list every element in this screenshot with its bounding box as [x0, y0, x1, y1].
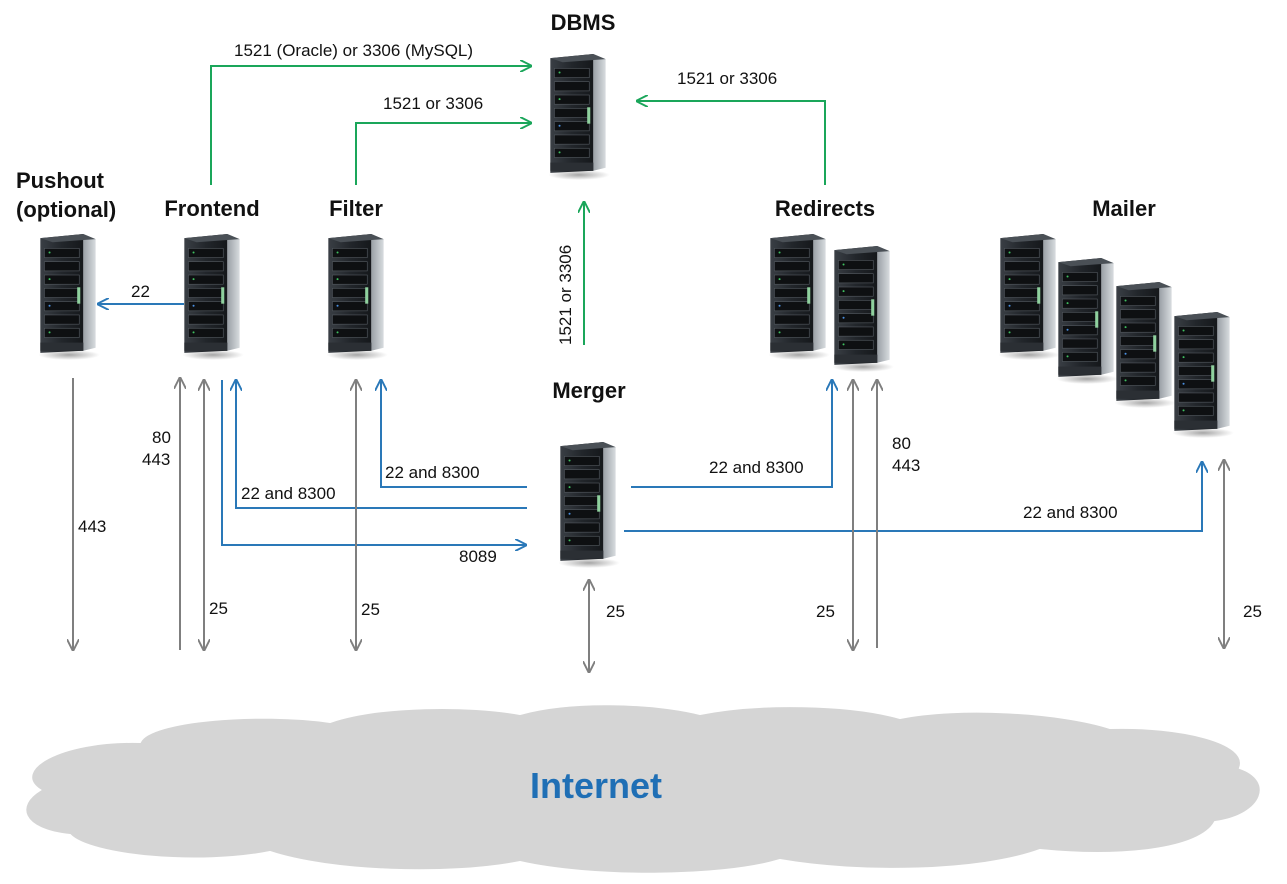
- merger-mailer-port-label: 22 and 8300: [1023, 503, 1118, 522]
- internal-connections: [98, 304, 1202, 545]
- filter-server-icon: [326, 233, 388, 360]
- mailer-server-icon: [1114, 281, 1176, 408]
- frontend-http-port-label-1: 80: [152, 428, 171, 447]
- internet-label: Internet: [530, 765, 662, 806]
- filter-to-dbms-arrow: [355, 123, 531, 185]
- filter-label: Filter: [329, 196, 383, 221]
- merger-filter-port-label: 22 and 8300: [385, 463, 480, 482]
- merger-to-mailer-arrow: [624, 462, 1202, 532]
- frontend-pushout-port-label: 22: [131, 282, 150, 301]
- internet-connections: [73, 378, 1224, 672]
- mailer-server-icon: [1056, 257, 1118, 384]
- servers: [38, 53, 1234, 568]
- redirects-http-port-label-2: 443: [892, 456, 920, 475]
- redirects-dbms-port-label: 1521 or 3306: [677, 69, 777, 88]
- redirects-server-icon: [832, 245, 894, 372]
- dbms-server-icon: [548, 53, 610, 180]
- mailer-server-icon: [998, 233, 1060, 360]
- merger-dbms-port-label: 1521 or 3306: [556, 245, 575, 345]
- pushout-server-icon: [38, 233, 100, 360]
- internet-cloud: Internet: [24, 703, 1262, 875]
- redirects-to-dbms-arrow: [637, 101, 826, 185]
- filter-smtp-port-label: 25: [361, 600, 380, 619]
- pushout-label: Pushout: [16, 168, 105, 193]
- redirects-label: Redirects: [775, 196, 875, 221]
- mailer-label: Mailer: [1092, 196, 1156, 221]
- node-labels: DBMS Pushout (optional) Frontend Filter …: [16, 10, 1156, 403]
- dbms-label: DBMS: [551, 10, 616, 35]
- merger-frontend-port-label: 22 and 8300: [241, 484, 336, 503]
- pushout-internet-port-label: 443: [78, 517, 106, 536]
- filter-dbms-port-label: 1521 or 3306: [383, 94, 483, 113]
- frontend-to-dbms-arrow: [210, 66, 531, 185]
- merger-redirects-port-label: 22 and 8300: [709, 458, 804, 477]
- merger-smtp-port-label: 25: [606, 602, 625, 621]
- frontend-server-icon: [182, 233, 244, 360]
- redirects-smtp-port-label: 25: [816, 602, 835, 621]
- merger-label: Merger: [552, 378, 626, 403]
- redirects-server-icon: [768, 233, 830, 360]
- mailer-smtp-port-label: 25: [1243, 602, 1262, 621]
- frontend-dbms-port-label: 1521 (Oracle) or 3306 (MySQL): [234, 41, 473, 60]
- merger-to-filter-arrow: [381, 380, 527, 488]
- frontend-to-merger-arrow: [221, 380, 526, 545]
- port-labels: 1521 (Oracle) or 3306 (MySQL) 1521 or 33…: [78, 41, 1262, 621]
- merger-server-icon: [558, 441, 620, 568]
- redirects-http-port-label-1: 80: [892, 434, 911, 453]
- frontend-smtp-port-label: 25: [209, 599, 228, 618]
- mailer-server-icon: [1172, 311, 1234, 438]
- database-connections: [210, 66, 826, 345]
- merger-to-frontend-arrow: [236, 380, 527, 509]
- frontend-merger-port-label: 8089: [459, 547, 497, 566]
- merger-to-redirects-arrow: [631, 380, 832, 488]
- pushout-optional-label: (optional): [16, 197, 116, 222]
- cloud-shape: [24, 703, 1262, 875]
- frontend-http-port-label-2: 443: [142, 450, 170, 469]
- frontend-label: Frontend: [164, 196, 259, 221]
